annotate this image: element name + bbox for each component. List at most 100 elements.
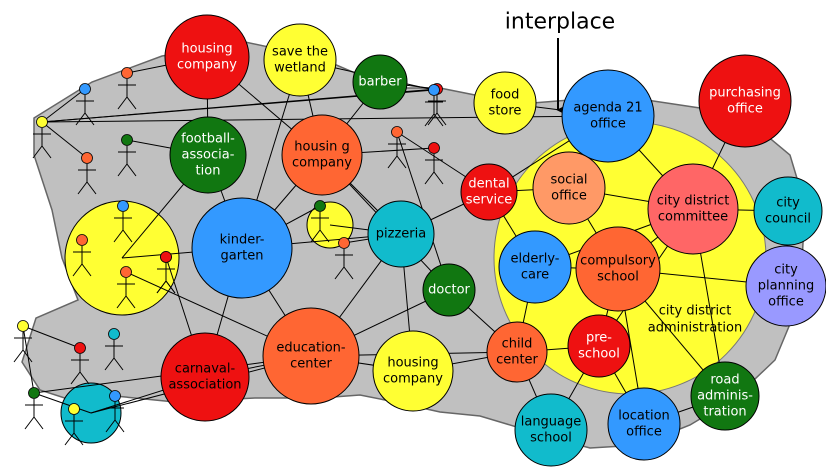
agenda-21-office-circle — [561, 69, 655, 163]
elderly-care-label-line-1: elderly- — [511, 252, 560, 267]
person-9-head — [391, 126, 403, 138]
person-5-figure — [77, 152, 97, 195]
edge-person-1-to-person-5 — [41, 121, 88, 159]
city-planning-office-label-line-1: city — [774, 263, 798, 278]
person-21-head — [68, 403, 80, 415]
road-administration-label-line-1: road — [710, 373, 739, 388]
education-center-label-line-1: education- — [276, 341, 346, 356]
city-planning-office-circle — [745, 245, 826, 327]
housing-company-top-label-line-1: housing — [181, 42, 232, 57]
city-council-circle — [753, 176, 823, 246]
doctor-node: doctor — [422, 263, 476, 317]
child-center-label-line-1: child — [502, 337, 533, 352]
food-store-label-line-2: store — [489, 104, 522, 119]
edge-person-17-to-person-18 — [22, 325, 81, 349]
person-17-head — [17, 320, 29, 332]
food-store-label-line-1: food — [491, 88, 520, 103]
zone-label-line-2: administration — [648, 321, 742, 336]
person-21-body — [64, 415, 84, 446]
person-13-figure — [116, 266, 136, 309]
person-19-figure — [104, 328, 124, 371]
person-16-head — [160, 251, 172, 263]
people-layer — [13, 67, 447, 446]
person-6-body — [113, 212, 133, 243]
dental-service-label-line-1: dental — [468, 177, 509, 192]
pre-school-circle — [567, 314, 631, 378]
purchasing-office-label-line-1: purchasing — [709, 86, 781, 101]
agenda-21-office-label-line-1: agenda 21 — [573, 101, 642, 116]
person-11-body — [334, 249, 354, 280]
pre-school-label-line-2: school — [578, 347, 620, 362]
barber-circle — [352, 54, 408, 110]
interplace-title: interplace — [505, 10, 615, 35]
person-15-body — [72, 246, 92, 277]
housing-company-bottom-circle — [372, 330, 454, 412]
elderly-care-circle — [498, 230, 572, 304]
save-the-wetland-label-line-1: save the — [272, 45, 328, 60]
person-20-head — [28, 387, 40, 399]
agenda-21-office-label-line-2: office — [590, 117, 626, 132]
person-5-body — [77, 164, 97, 195]
football-association-label-line-1: football- — [181, 132, 235, 147]
person-21-figure — [64, 403, 84, 446]
person-22-figure — [105, 390, 125, 433]
person-16-figure — [156, 251, 176, 294]
city-planning-office-label-line-3: office — [768, 295, 804, 310]
kindergarten-label-line-1: kinder- — [220, 233, 265, 248]
person-4-body — [117, 146, 137, 177]
person-10-head — [428, 84, 440, 96]
person-9-figure — [387, 126, 407, 169]
person-11-figure — [334, 237, 354, 280]
person-3-figure — [117, 67, 137, 110]
person-6-head — [117, 200, 129, 212]
child-center-label-line-2: center — [496, 353, 538, 368]
person-13-body — [116, 278, 136, 309]
person-15-figure — [72, 234, 92, 277]
road-administration-label-line-2: adminis- — [697, 389, 753, 404]
person-2-head — [79, 83, 91, 95]
barber-label-line-1: barber — [358, 75, 402, 90]
person-10-body — [424, 96, 444, 127]
carnaval-association-label-line-1: carnaval- — [175, 362, 236, 377]
football-association-label-line-2: associa- — [182, 148, 235, 163]
person-20-figure — [24, 387, 44, 430]
housing-company-bottom-label-line-1: housing — [387, 356, 438, 371]
person-19-head — [108, 328, 120, 340]
doctor-label-line-1: doctor — [428, 283, 470, 298]
carnaval-association-label-line-2: association — [168, 378, 241, 393]
edge-person-20-to-bottom-left-group — [33, 392, 92, 414]
dental-service-circle — [460, 163, 518, 221]
city-council-label-line-2: council — [765, 212, 811, 227]
child-center-circle — [486, 321, 548, 383]
person-1-figure — [32, 116, 52, 159]
person-12-head — [314, 200, 326, 212]
compulsory-school-label-line-2: school — [597, 270, 639, 285]
person-8-body — [424, 154, 444, 185]
person-13-head — [120, 266, 132, 278]
housing-company-mid-label-line-1: housin g — [294, 140, 349, 155]
person-6-figure — [113, 200, 133, 243]
location-office-circle — [607, 387, 681, 461]
pre-school-label-line-1: pre- — [586, 331, 612, 346]
food-store-circle — [473, 71, 537, 135]
city-council-label-line-1: city — [776, 196, 800, 211]
save-the-wetland-circle — [263, 23, 337, 97]
person-17-figure — [13, 320, 33, 363]
housing-company-top-circle — [164, 14, 250, 100]
pizzeria-node: pizzeria — [367, 200, 435, 268]
carnaval-association-node: carnaval-association — [160, 332, 250, 422]
person-8-head — [428, 142, 440, 154]
language-school-label-line-2: school — [530, 431, 572, 446]
